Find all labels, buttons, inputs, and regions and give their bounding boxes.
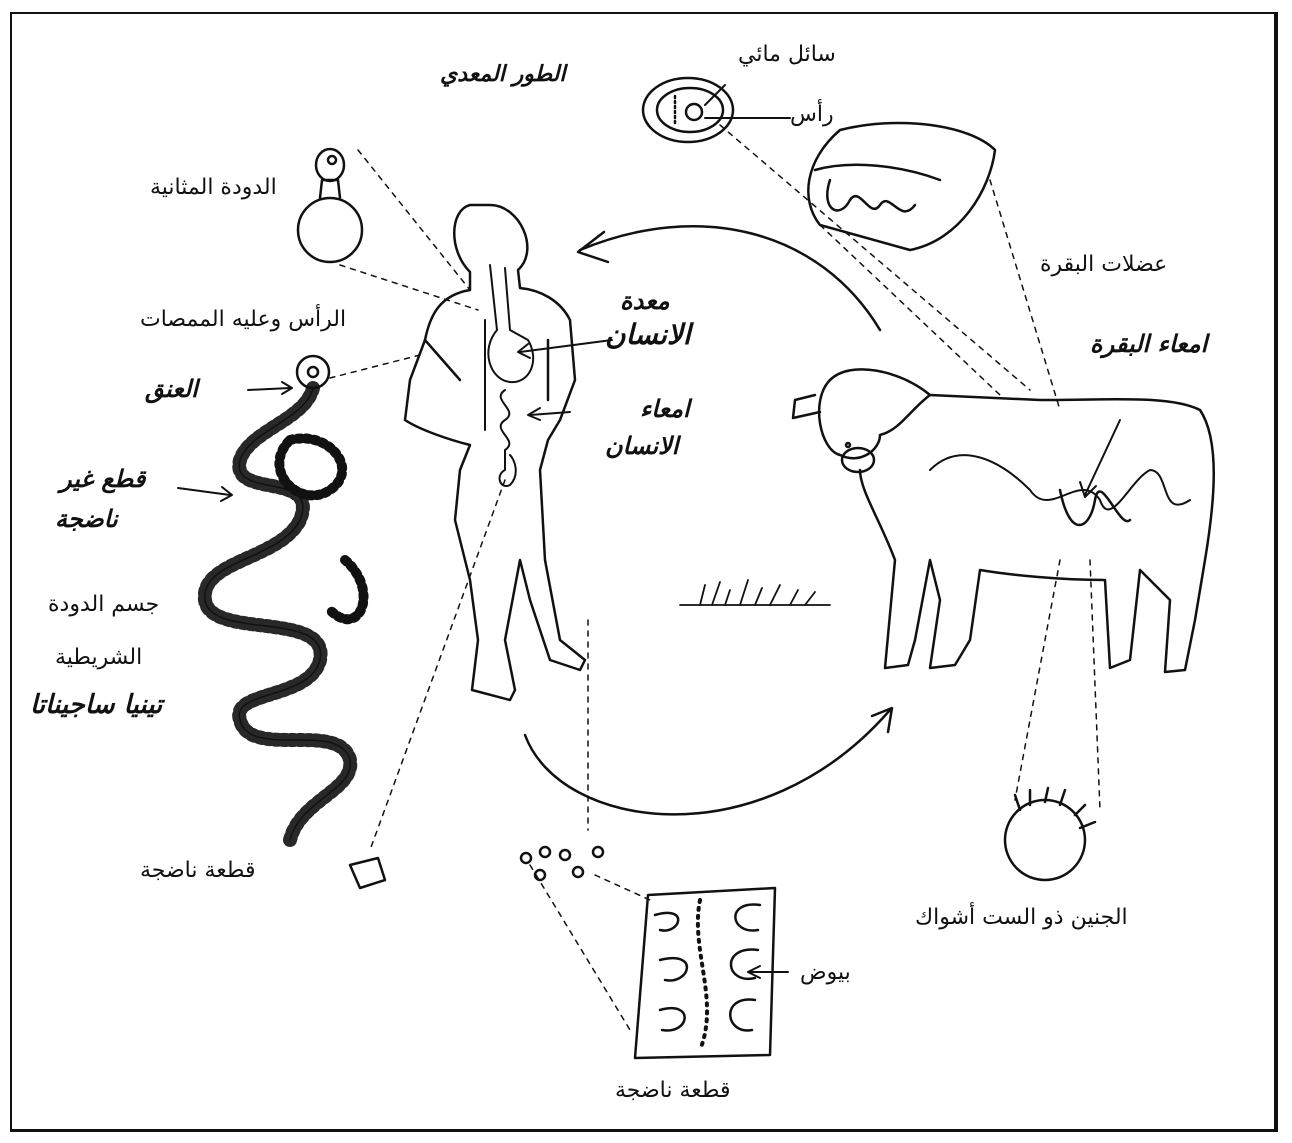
cyst [643,78,733,142]
label-human-intestine-1: امعاء [640,395,690,424]
label-tapeworm-body-1: جسم الدودة [48,592,159,618]
mature-segment-left [350,858,385,888]
label-aqueous-fluid: سائل مائي [738,42,836,68]
human-digestive-tract [488,265,533,486]
label-mature-segment-bottom: قطعة ناضجة [615,1078,730,1104]
label-cow-intestine: امعاء البقرة [1090,330,1207,359]
human-figure [405,205,585,700]
label-tapeworm-name: تينيا ساجيناتا [30,690,162,721]
tapeworm-body [205,388,364,840]
leader-lines [330,125,1100,1030]
label-human-stomach-1: معدة [620,287,670,316]
label-mature-segment-left: قطعة ناضجة [140,858,255,884]
label-human-stomach-2: الانسان [605,318,691,352]
label-human-intestine-2: الانسان [605,432,678,461]
label-head-suckers: الرأس وعليه الممصات [140,307,346,333]
eggs-cluster [521,847,603,880]
cow-figure [793,369,1214,672]
pointer-arrows [178,85,1120,978]
label-hexacanth-embryo: الجنين ذو الست أشواك [915,905,1128,931]
label-cysticercus: الطور المعدي [440,62,565,88]
label-neck: العنق [145,375,198,404]
bladder-worm [298,149,362,262]
hexacanth-embryo [1005,788,1095,880]
cow-muscle-block [808,123,995,250]
label-eggs: بيوض [800,960,851,986]
label-head: رأس [790,102,834,128]
label-immature-segments-1: قطع غير [60,465,145,494]
label-immature-segments-2: ناضجة [55,505,118,534]
grass [680,580,830,605]
label-tapeworm-body-2: الشريطية [55,645,142,671]
label-cow-muscles: عضلات البقرة [1040,252,1167,278]
cycle-arrow-bottom [525,708,892,814]
label-bladder-worm: الدودة المثانية [150,175,277,201]
